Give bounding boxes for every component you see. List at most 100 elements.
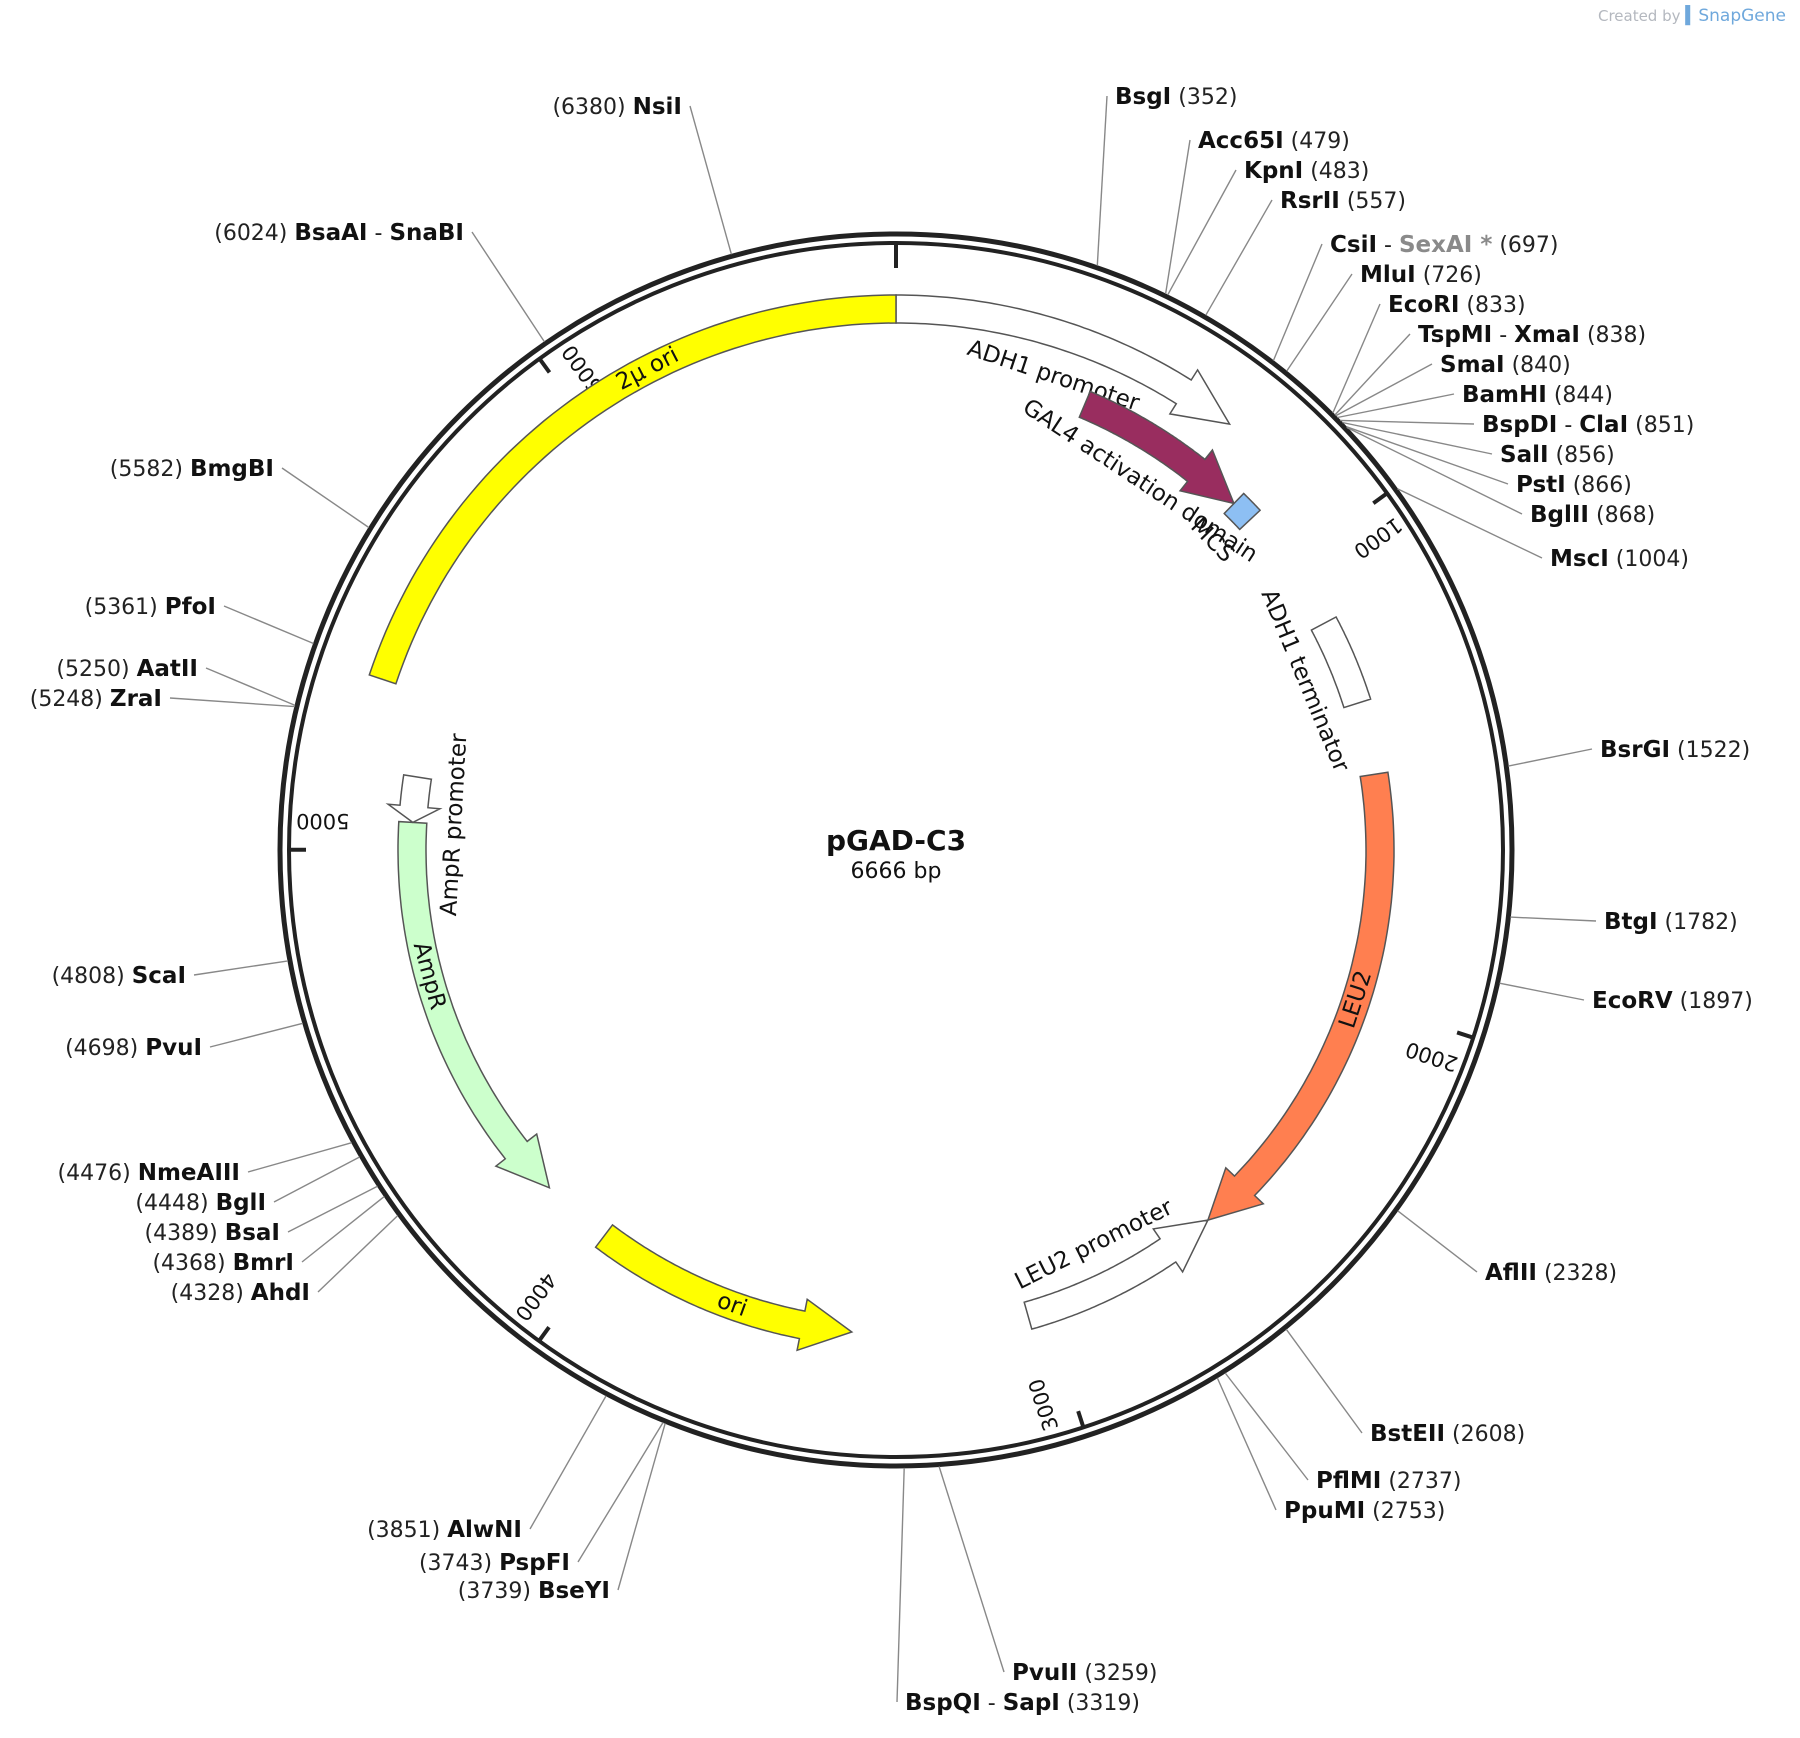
enzyme-label[interactable]: (4808) ScaI xyxy=(52,963,186,989)
feature-ampr[interactable] xyxy=(397,820,551,1190)
enzyme-label[interactable]: (6024) BsaAI - SnaBI xyxy=(214,220,464,246)
enzyme-label-part: (6380) xyxy=(552,95,632,120)
enzyme-label[interactable]: Acc65I (479) xyxy=(1198,128,1350,154)
enzyme-label[interactable]: BspDI - ClaI (851) xyxy=(1482,412,1694,438)
feature-mcs[interactable] xyxy=(1223,492,1262,531)
enzyme-leader-line xyxy=(1285,1328,1363,1434)
enzyme-label[interactable]: (5361) PfoI xyxy=(85,594,216,620)
enzyme-label[interactable]: (3739) BseYI xyxy=(458,1578,610,1604)
enzyme-label-part: BsgI xyxy=(1115,84,1171,110)
enzyme-label[interactable]: SmaI (840) xyxy=(1440,352,1571,378)
enzyme-label[interactable]: MscI (1004) xyxy=(1550,546,1689,572)
plasmid-name: pGAD-C3 xyxy=(826,824,966,857)
enzyme-label[interactable]: BspQI - SapI (3319) xyxy=(905,1690,1140,1716)
feature-adh1-terminator[interactable] xyxy=(1310,615,1372,709)
enzyme-label-part: (851) xyxy=(1628,413,1694,438)
tick-mark xyxy=(537,357,552,374)
feature-leu2-promoter[interactable] xyxy=(1023,1219,1210,1331)
enzyme-label[interactable]: (3743) PspFI xyxy=(419,1550,570,1576)
enzyme-label-part: PspFI xyxy=(499,1550,570,1576)
enzyme-leader-line xyxy=(1272,243,1323,361)
enzyme-label[interactable]: PstI (866) xyxy=(1516,472,1632,498)
enzyme-label-part: BspQI xyxy=(905,1690,981,1716)
enzyme-label[interactable]: (5248) ZraI xyxy=(30,686,162,712)
feature-ori[interactable] xyxy=(594,1223,854,1352)
enzyme-label-part: (2608) xyxy=(1445,1422,1525,1447)
enzyme-label[interactable]: BsgI (352) xyxy=(1115,84,1237,110)
enzyme-label[interactable]: RsrII (557) xyxy=(1280,188,1406,214)
enzyme-label[interactable]: BstEII (2608) xyxy=(1370,1421,1525,1447)
enzyme-label[interactable]: (6380) NsiI xyxy=(552,94,682,120)
enzyme-label[interactable]: (4448) BglI xyxy=(135,1190,266,1216)
enzyme-label-part: AflII xyxy=(1485,1260,1537,1286)
enzyme-label-part: BtgI xyxy=(1604,909,1658,935)
feature-ampr-promoter[interactable] xyxy=(385,774,443,824)
enzyme-leader-line xyxy=(1342,421,1493,455)
enzyme-label[interactable]: SalI (856) xyxy=(1500,442,1615,468)
enzyme-label-part: PstI xyxy=(1516,472,1566,498)
enzyme-label[interactable]: MluI (726) xyxy=(1360,262,1482,288)
enzyme-label-part: BsaAI xyxy=(294,220,367,246)
enzyme-label-part: (483) xyxy=(1303,159,1369,184)
enzyme-label-part: KpnI xyxy=(1244,158,1303,184)
enzyme-label[interactable]: PpuMI (2753) xyxy=(1284,1498,1445,1524)
enzyme-label-part: (833) xyxy=(1459,293,1525,318)
enzyme-label-part: (4476) xyxy=(58,1161,138,1186)
tick-label: 3000 xyxy=(1024,1376,1063,1434)
tick-label: 2000 xyxy=(1403,1037,1461,1076)
enzyme-sites: BsgI (352) Acc65I (479) KpnI (483) RsrII (5… xyxy=(30,84,1753,1716)
enzyme-leader-line xyxy=(1096,95,1108,266)
enzyme-label-part: (1782) xyxy=(1658,910,1738,935)
enzyme-label[interactable]: EcoRI (833) xyxy=(1388,292,1526,318)
enzyme-label-part: (844) xyxy=(1547,383,1613,408)
enzyme-label[interactable]: (4389) BsaI xyxy=(145,1220,280,1246)
enzyme-leader-line xyxy=(689,105,733,255)
enzyme-label[interactable]: BglII (868) xyxy=(1530,502,1655,528)
enzyme-label[interactable]: PvuII (3259) xyxy=(1012,1660,1158,1686)
enzyme-label[interactable]: BsrGI (1522) xyxy=(1600,737,1750,763)
enzyme-label[interactable]: KpnI (483) xyxy=(1244,158,1369,184)
enzyme-leader-line xyxy=(247,1142,352,1173)
enzyme-label-part: PvuII xyxy=(1012,1660,1077,1686)
enzyme-label-part: NsiI xyxy=(633,94,682,120)
enzyme-leader-line xyxy=(1332,303,1381,414)
feature-gal4-ad[interactable] xyxy=(1078,390,1236,505)
enzyme-leader-line xyxy=(301,1195,385,1263)
enzyme-label[interactable]: (4368) BmrI xyxy=(152,1250,294,1276)
enzyme-label[interactable]: AflII (2328) xyxy=(1485,1260,1617,1286)
enzyme-leader-line xyxy=(1397,488,1543,559)
enzyme-label[interactable]: (5250) AatII xyxy=(56,656,198,682)
enzyme-label[interactable]: PflMI (2737) xyxy=(1316,1468,1462,1494)
enzyme-label-part: AhdI xyxy=(251,1280,310,1306)
enzyme-label[interactable]: (4328) AhdI xyxy=(171,1280,310,1306)
enzyme-label-part: (557) xyxy=(1340,189,1406,214)
feature-adh1-promoter[interactable] xyxy=(895,294,1232,426)
enzyme-label[interactable]: CsiI - SexAI * (697) xyxy=(1330,232,1559,258)
enzyme-label-part: AatII xyxy=(137,656,198,682)
feature-leu2[interactable] xyxy=(1206,771,1395,1222)
enzyme-label-part: BamHI xyxy=(1462,382,1547,408)
enzyme-label[interactable]: (5582) BmgBI xyxy=(110,456,274,482)
enzyme-leader-line xyxy=(317,1215,399,1293)
enzyme-leader-line xyxy=(1397,1210,1478,1273)
enzyme-label-part: - xyxy=(1557,413,1579,438)
enzyme-label[interactable]: (3851) AlwNI xyxy=(367,1517,522,1543)
enzyme-label[interactable]: BamHI (844) xyxy=(1462,382,1613,408)
enzyme-label[interactable]: TspMI - XmaI (838) xyxy=(1418,322,1646,348)
enzyme-label-part: ZraI xyxy=(110,686,162,712)
enzyme-leader-line xyxy=(281,467,370,529)
enzyme-label-part: MluI xyxy=(1360,262,1416,288)
feature-2u-ori[interactable] xyxy=(368,294,897,685)
enzyme-label-part: SmaI xyxy=(1440,352,1505,378)
enzyme-label[interactable]: BtgI (1782) xyxy=(1604,909,1738,935)
enzyme-label[interactable]: (4476) NmeAIII xyxy=(58,1160,240,1186)
tick-label: 5000 xyxy=(296,809,349,833)
enzyme-label-part: (4808) xyxy=(52,964,132,989)
enzyme-label-part: (697) xyxy=(1492,233,1558,258)
enzyme-label[interactable]: (4698) PvuI xyxy=(65,1035,202,1061)
enzyme-label[interactable]: EcoRV (1897) xyxy=(1592,988,1753,1014)
enzyme-label-part: (5582) xyxy=(110,457,190,482)
enzyme-leader-line xyxy=(1340,419,1475,425)
enzyme-leader-line xyxy=(1346,426,1523,515)
